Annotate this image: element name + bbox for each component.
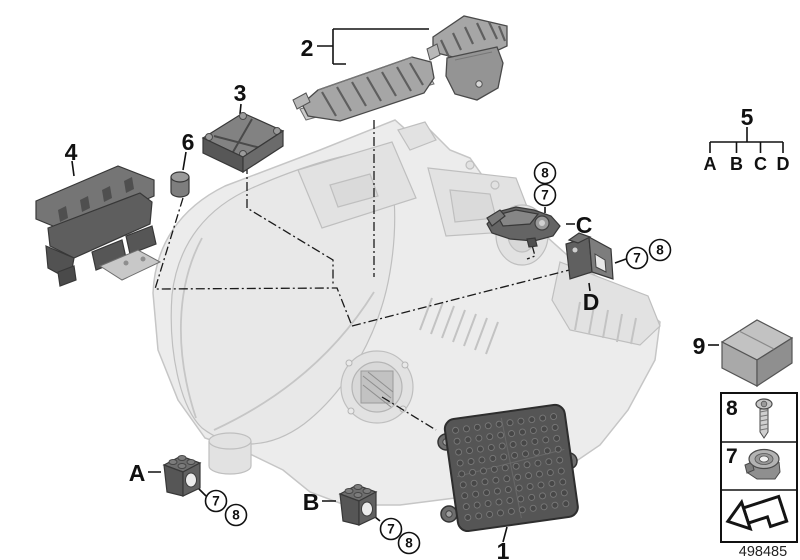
callout-7-b[interactable]: 7 bbox=[379, 517, 403, 541]
legend-letter-d: D bbox=[777, 154, 790, 174]
label-line-c bbox=[544, 207, 575, 225]
right-module-hole[interactable] bbox=[475, 80, 483, 88]
bottom-cylinder-body bbox=[208, 441, 252, 475]
left-module-fins[interactable] bbox=[321, 62, 424, 117]
label-line-2 bbox=[317, 28, 429, 65]
grommet-nut-icon bbox=[744, 448, 781, 480]
svg-text:8: 8 bbox=[541, 166, 549, 181]
label-part-4[interactable]: 4 bbox=[65, 139, 78, 165]
rear-right-fins bbox=[574, 301, 637, 345]
part-a-mount-block[interactable] bbox=[162, 455, 202, 497]
right-module-body[interactable] bbox=[445, 46, 504, 101]
screw-icon bbox=[755, 398, 773, 439]
projector-chip-hatch bbox=[362, 371, 394, 408]
table-row-nut[interactable]: 7 bbox=[726, 445, 781, 480]
label-part-5[interactable]: 5 bbox=[741, 104, 754, 130]
dash-leader-part1 bbox=[381, 396, 437, 431]
table-label-8[interactable]: 8 bbox=[726, 397, 738, 420]
label-pos-b[interactable]: B bbox=[303, 489, 320, 515]
label-line-3 bbox=[239, 103, 242, 115]
label-pos-c[interactable]: C bbox=[576, 212, 593, 238]
legend-tree-lines bbox=[709, 127, 784, 153]
table-row-screw[interactable]: 8 bbox=[726, 397, 773, 439]
callout-8-b[interactable]: 8 bbox=[397, 531, 421, 555]
part-3-bosses[interactable] bbox=[205, 112, 281, 158]
svg-text:8: 8 bbox=[232, 508, 240, 523]
part-1-control-unit[interactable] bbox=[437, 403, 579, 533]
table-label-7[interactable]: 7 bbox=[726, 445, 738, 468]
part-c-bracket[interactable] bbox=[486, 206, 561, 248]
callout-7-d[interactable]: 7 bbox=[625, 246, 649, 270]
part-b-mount-block[interactable] bbox=[338, 484, 378, 526]
bottom-cylinder-top bbox=[208, 432, 252, 450]
callout-7-a[interactable]: 7 bbox=[204, 489, 228, 513]
part-9-box[interactable] bbox=[720, 319, 794, 388]
callout-8-above-c[interactable]: 8 bbox=[533, 161, 557, 185]
dash-leader-pos-d bbox=[351, 267, 578, 327]
svg-text:7: 7 bbox=[541, 188, 549, 203]
right-module-fins[interactable] bbox=[440, 21, 507, 58]
ghost-connector-1 bbox=[465, 160, 475, 170]
label-line-4 bbox=[71, 160, 75, 177]
svg-text:8: 8 bbox=[405, 536, 413, 551]
part-2-led-modules[interactable] bbox=[292, 15, 508, 122]
svg-text:7: 7 bbox=[387, 522, 395, 537]
rear-right-block bbox=[551, 261, 661, 346]
projector-bolts bbox=[345, 359, 409, 415]
part-b-studs[interactable] bbox=[344, 484, 372, 498]
label-part-9[interactable]: 9 bbox=[693, 333, 706, 359]
lens-swoosh bbox=[213, 291, 375, 431]
direction-arrow-icon bbox=[725, 494, 789, 532]
part-4-bracket[interactable] bbox=[35, 165, 162, 287]
part-a-hole[interactable] bbox=[185, 472, 197, 488]
legend-letter-b: B bbox=[730, 154, 743, 174]
fastener-table: 8 7 bbox=[720, 392, 798, 543]
vent-fins-ghost bbox=[419, 297, 499, 355]
right-module-tab[interactable] bbox=[426, 43, 441, 61]
part-d-window[interactable] bbox=[594, 253, 607, 273]
part-1-dimple-grid[interactable] bbox=[452, 413, 570, 521]
legend-part-5-variants: A B C D bbox=[704, 127, 790, 174]
label-part-1[interactable]: 1 bbox=[497, 538, 510, 560]
label-part-3[interactable]: 3 bbox=[234, 80, 247, 106]
callout-7-above-c[interactable]: 7 bbox=[533, 183, 557, 207]
part-6-cap[interactable] bbox=[170, 171, 190, 198]
svg-text:7: 7 bbox=[633, 251, 641, 266]
callout-8-d[interactable]: 8 bbox=[648, 238, 672, 262]
part-4-ribs[interactable] bbox=[58, 177, 134, 222]
part-b-hole[interactable] bbox=[361, 501, 373, 517]
dash-leader-part6 bbox=[154, 197, 353, 327]
label-part-6[interactable]: 6 bbox=[182, 129, 195, 155]
interior-box-3 bbox=[329, 173, 379, 208]
dash-leader-part3 bbox=[246, 165, 334, 285]
legend-letter-c: C bbox=[754, 154, 767, 174]
lens-ghost bbox=[170, 149, 396, 445]
label-pos-d[interactable]: D bbox=[583, 289, 600, 315]
label-line-6 bbox=[182, 151, 187, 171]
legend-letter-a: A bbox=[704, 154, 717, 174]
lens-curve bbox=[180, 237, 203, 419]
svg-text:7: 7 bbox=[212, 494, 220, 509]
part-d-bracket[interactable] bbox=[565, 232, 614, 280]
drawing-number: 498485 bbox=[739, 544, 787, 560]
fastener-table-dividers bbox=[721, 441, 797, 491]
leader-lines bbox=[71, 28, 719, 543]
part-3-module[interactable] bbox=[201, 112, 285, 174]
ghost-connector-2 bbox=[490, 180, 500, 190]
label-part-2[interactable]: 2 bbox=[301, 35, 314, 61]
interior-box-5 bbox=[397, 121, 437, 151]
label-pos-a[interactable]: A bbox=[129, 460, 146, 486]
left-module-tab[interactable] bbox=[292, 92, 311, 110]
svg-text:8: 8 bbox=[656, 243, 664, 258]
label-line-d bbox=[588, 258, 627, 292]
part-a-studs[interactable] bbox=[168, 455, 196, 469]
label-line-1 bbox=[502, 526, 508, 543]
callout-8-a[interactable]: 8 bbox=[224, 503, 248, 527]
dash-leader-pos-c bbox=[526, 244, 536, 260]
